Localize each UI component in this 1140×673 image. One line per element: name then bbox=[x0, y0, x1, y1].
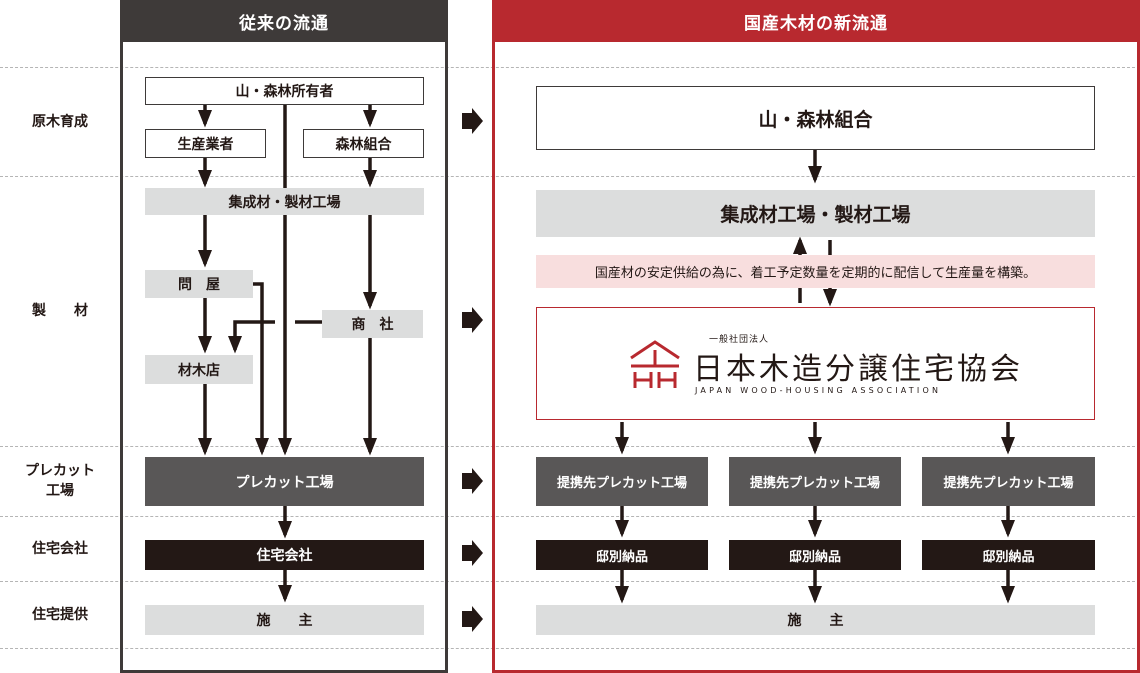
partner-precut-box: 提携先プレカット工場 bbox=[922, 457, 1095, 506]
house-logo-icon bbox=[630, 340, 680, 388]
association-type-label: 一般社団法人 bbox=[709, 335, 770, 345]
association-name: 日本木造分譲住宅協会 bbox=[693, 352, 1023, 387]
new-client-box: 施 主 bbox=[536, 605, 1095, 635]
traditional-wholesaler-box: 問 屋 bbox=[145, 270, 253, 298]
new-supply-note: 国産材の安定供給の為に、着工予定数量を定期的に配信して生産量を構築。 bbox=[536, 255, 1095, 288]
right-arrow-icon bbox=[462, 108, 483, 134]
traditional-producer-box: 生産業者 bbox=[145, 129, 266, 158]
traditional-mill-box: 集成材・製材工場 bbox=[145, 188, 424, 215]
association-name-english: JAPAN WOOD-HOUSING ASSOCIATION bbox=[695, 386, 942, 395]
stage-label-housing-company: 住宅会社 bbox=[32, 540, 88, 557]
row-divider bbox=[0, 648, 1140, 649]
right-arrow-icon bbox=[462, 307, 483, 333]
stage-label-sawmill: 製 材 bbox=[32, 303, 88, 319]
row-divider bbox=[0, 581, 1140, 582]
delivery-box: 邸別納品 bbox=[729, 540, 901, 570]
right-arrow-icon bbox=[462, 468, 483, 494]
new-forest-coop-box: 山・森林組合 bbox=[536, 86, 1095, 150]
association-logo-box: 一般社団法人 日本木造分譲住宅協会 JAPAN WOOD-HOUSING ASS… bbox=[536, 307, 1095, 420]
stage-label-housing-supply: 住宅提供 bbox=[32, 606, 88, 623]
traditional-trader-box: 商 社 bbox=[322, 310, 423, 338]
partner-precut-box: 提携先プレカット工場 bbox=[536, 457, 708, 506]
row-divider bbox=[0, 176, 1140, 177]
arrow-wholesaler-to-precut bbox=[252, 282, 269, 456]
traditional-forest-coop-box: 森林組合 bbox=[303, 129, 424, 158]
right-arrow-icon bbox=[462, 540, 483, 566]
row-divider bbox=[0, 516, 1140, 517]
traditional-housing-company-box: 住宅会社 bbox=[145, 540, 424, 570]
new-flow-title: 国産木材の新流通 bbox=[492, 0, 1140, 42]
new-mill-box: 集成材工場・製材工場 bbox=[536, 190, 1095, 237]
row-divider bbox=[0, 67, 1140, 68]
partner-precut-box: 提携先プレカット工場 bbox=[729, 457, 901, 506]
stage-label-log-growth: 原木育成 bbox=[32, 113, 88, 130]
traditional-owner-box: 山・森林所有者 bbox=[145, 77, 424, 105]
delivery-box: 邸別納品 bbox=[536, 540, 708, 570]
traditional-client-box: 施 主 bbox=[145, 605, 424, 635]
delivery-box: 邸別納品 bbox=[922, 540, 1095, 570]
traditional-flow-title: 従来の流通 bbox=[120, 0, 448, 42]
traditional-lumber-store-box: 材木店 bbox=[145, 355, 253, 384]
traditional-precut-box: プレカット工場 bbox=[145, 457, 424, 506]
stage-label-precut: プレカット 工場 bbox=[25, 463, 95, 499]
right-arrow-icon bbox=[462, 606, 483, 632]
row-divider bbox=[0, 446, 1140, 447]
arrow-trader-to-store bbox=[228, 320, 275, 354]
